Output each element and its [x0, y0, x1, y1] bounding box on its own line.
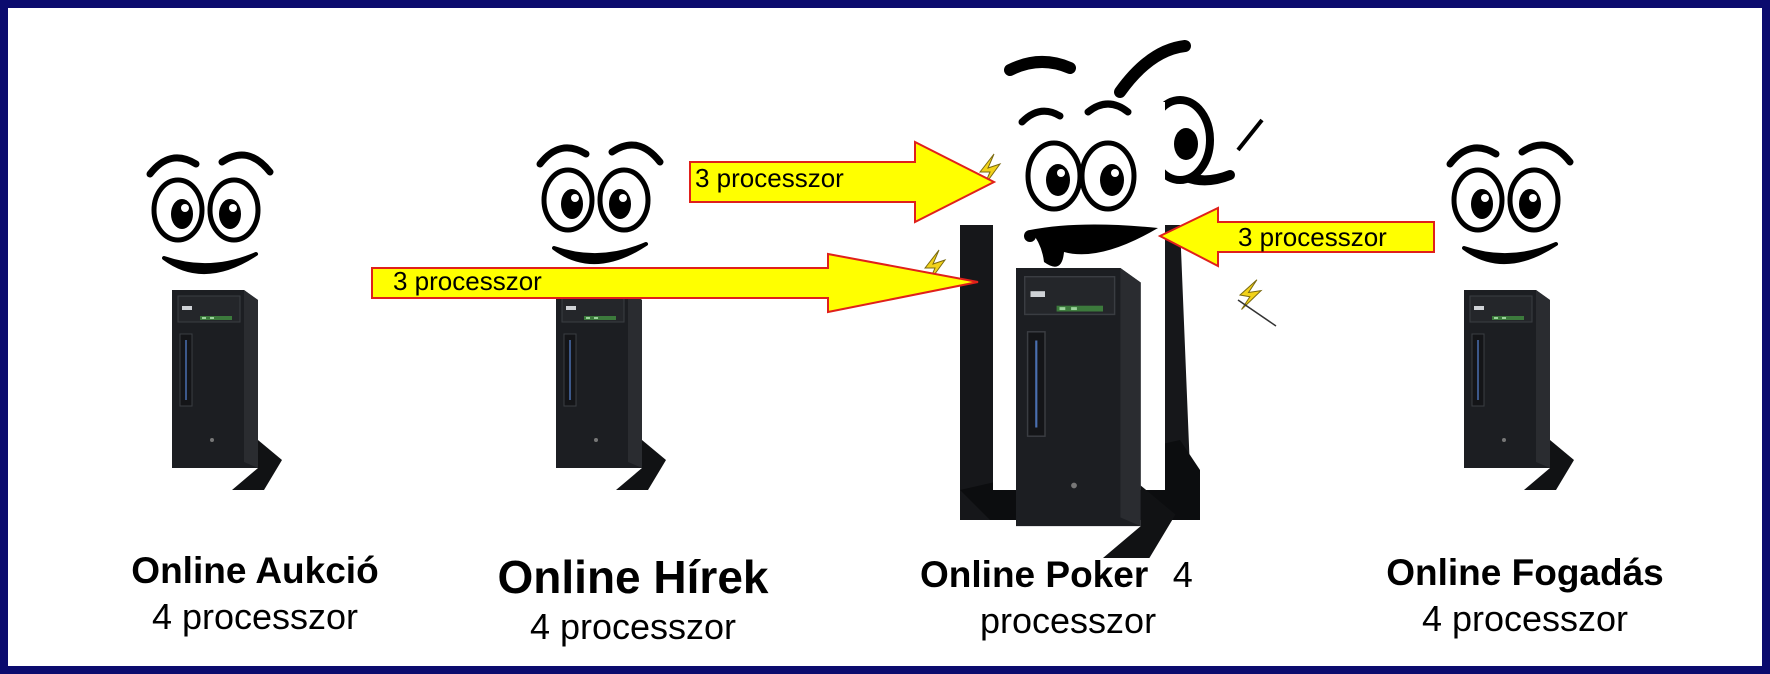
server-name: Online Aukció [131, 550, 379, 591]
server-processors: 4 processzor [529, 606, 737, 647]
server-online-poker [924, 40, 1277, 560]
arrow-aukcio-to-poker: 3 processzor [371, 252, 979, 314]
server-online-aukcio [150, 155, 283, 491]
server-processors: 4 processzor [1421, 598, 1629, 639]
server-tower-icon [555, 289, 667, 491]
server-name: Online Poker [920, 554, 1149, 595]
server-label-fogadas: Online Fogadás 4 processzor [1355, 552, 1695, 640]
server-online-fogadas [1450, 145, 1575, 491]
server-name: Online Fogadás [1386, 552, 1664, 593]
server-label-poker: Online Poker 4 processzor [920, 554, 1280, 642]
lightning-icon [1237, 276, 1264, 313]
arrow-label: 3 processzor [695, 163, 844, 193]
cartoon-eyes-icon [150, 155, 270, 272]
server-processors: 4 processzor [151, 596, 359, 637]
server-name: Online Hírek [497, 551, 769, 603]
server-online-hirek [540, 145, 667, 491]
arrow-label: 3 processzor [393, 266, 542, 296]
server-label-hirek: Online Hírek 4 processzor [468, 550, 798, 648]
cartoon-eyes-icon [540, 145, 660, 262]
arrow-label: 3 processzor [1238, 222, 1387, 252]
cartoon-eyes-icon [1450, 145, 1570, 262]
server-processors: processzor [980, 600, 1157, 641]
arrow-hirek-to-poker: 3 processzor [689, 140, 997, 224]
server-tower-icon [171, 289, 283, 491]
arrow-fogadas-to-poker: 3 processzor [1157, 206, 1435, 268]
server-processors-count: 4 [1172, 554, 1193, 595]
server-tower-icon [1463, 289, 1575, 491]
server-label-aukcio: Online Aukció 4 processzor [90, 550, 420, 638]
